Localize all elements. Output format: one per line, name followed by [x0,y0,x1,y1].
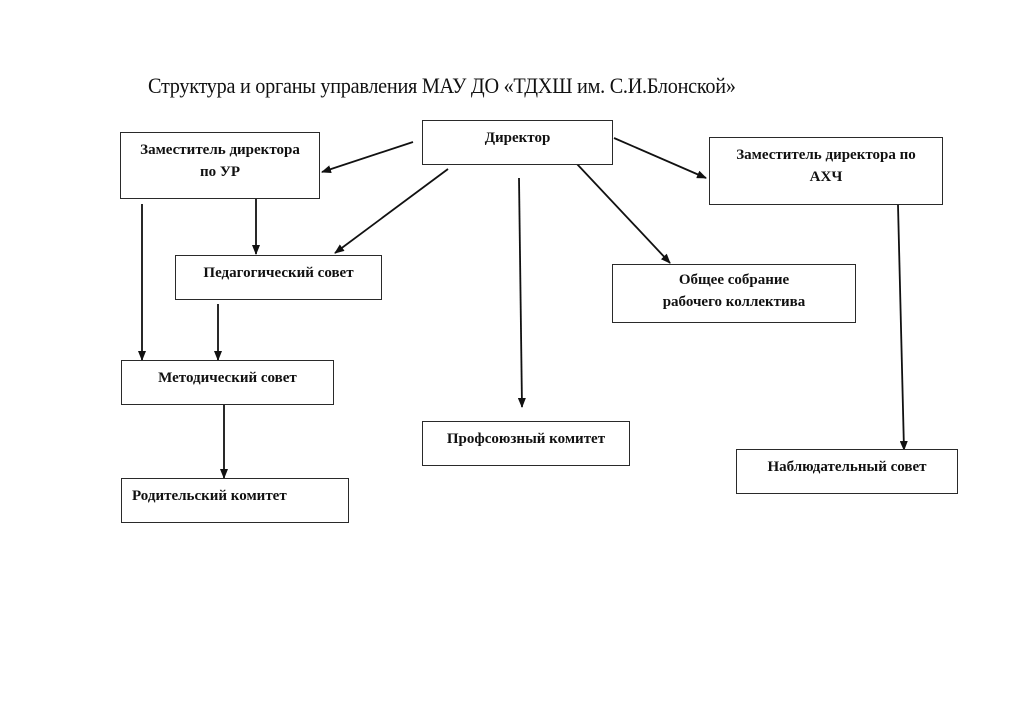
edge-deputy-ahch-supervisory-board [897,204,908,451]
node-method-council-label: Методический совет [158,370,297,386]
node-trade-union: Профсоюзный комитет [422,421,630,466]
node-deputy-ahch: Заместитель директора по АХЧ [709,137,943,205]
node-general-meeting-label: Общее собрание рабочего коллектива [662,272,806,310]
node-method-council: Методический совет [121,360,334,405]
node-trade-union-label: Профсоюзный комитет [446,431,606,447]
node-general-meeting: Общее собрание рабочего коллектива [612,264,856,323]
edge-director-general-meeting [576,163,671,264]
edge-director-deputy-ur [321,141,414,173]
node-supervisory-board: Наблюдательный совет [736,449,958,494]
node-ped-council-label: Педагогический совет [203,265,354,281]
node-director: Директор [422,120,613,165]
node-supervisory-board-label: Наблюдательный совет [767,459,927,475]
node-parent-committee-label: Родительский комитет [132,488,287,504]
node-deputy-ur: Заместитель директора по УР [120,132,320,199]
node-director-label: Директор [484,130,551,146]
edge-director-ped-council [334,168,449,254]
node-ped-council: Педагогический совет [175,255,382,300]
node-deputy-ur-label: Заместитель директора по УР [140,142,300,180]
node-deputy-ahch-label: Заместитель директора по АХЧ [736,147,916,185]
diagram-title: Структура и органы управления МАУ ДО «ТД… [148,73,736,98]
edge-director-trade-union [517,177,526,408]
edge-director-deputy-ahch [613,137,707,179]
node-parent-committee: Родительский комитет [121,478,349,523]
